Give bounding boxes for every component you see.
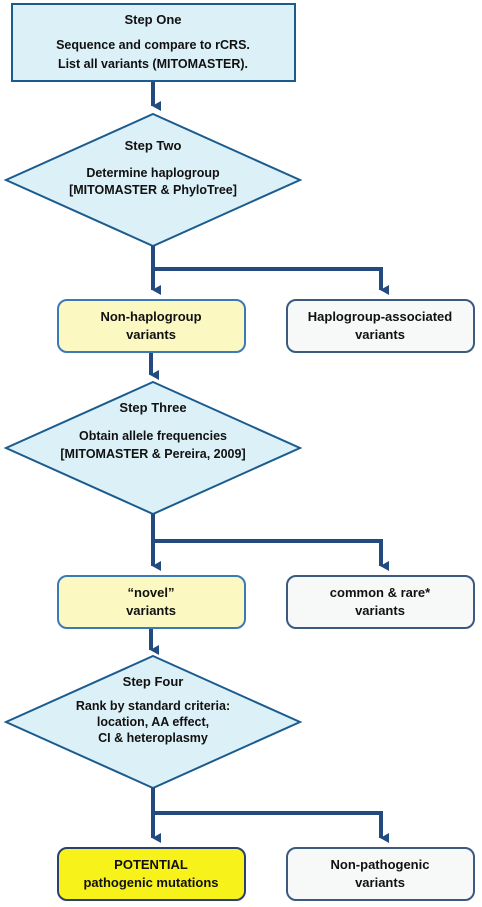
step-four-line3: CI & heteroplasmy	[98, 731, 208, 745]
step-one-box: Step One Sequence and compare to rCRS. L…	[11, 3, 296, 82]
step-four-title: Step Four	[123, 674, 184, 689]
step-one-line2: List all variants (MITOMASTER).	[58, 57, 248, 71]
branch-step4	[151, 788, 389, 843]
step-two-line2: [MITOMASTER & PhyloTree]	[69, 183, 237, 197]
non-haplogroup-variants-box: Non-haplogroup variants	[57, 299, 246, 353]
step-two-diamond: Step Two Determine haplogroup [MITOMASTE…	[3, 112, 303, 248]
common-rare-line1: common & rare*	[330, 585, 431, 600]
haplogroup-associated-line1: Haplogroup-associated	[308, 309, 453, 324]
step-three-diamond: Step Three Obtain allele frequencies [MI…	[3, 380, 303, 516]
step-three-title: Step Three	[119, 400, 186, 415]
step-four-line2: location, AA effect,	[97, 715, 209, 729]
haplogroup-associated-variants-box: Haplogroup-associated variants	[286, 299, 475, 353]
novel-line2: variants	[126, 603, 176, 618]
non-haplogroup-line1: Non-haplogroup	[100, 309, 201, 324]
potential-line2: pathogenic mutations	[83, 875, 218, 890]
common-rare-variants-box: common & rare* variants	[286, 575, 475, 629]
step-four-diamond: Step Four Rank by standard criteria: loc…	[3, 654, 303, 790]
non-pathogenic-line2: variants	[355, 875, 405, 890]
non-haplogroup-line2: variants	[126, 327, 176, 342]
step-three-line1: Obtain allele frequencies	[79, 429, 227, 443]
haplogroup-associated-line2: variants	[355, 327, 405, 342]
step-one-line1: Sequence and compare to rCRS.	[56, 38, 250, 52]
step-one-title: Step One	[124, 12, 181, 27]
novel-variants-box: “novel” variants	[57, 575, 246, 629]
novel-line1: “novel”	[128, 585, 175, 600]
step-four-line1: Rank by standard criteria:	[76, 699, 230, 713]
common-rare-line2: variants	[355, 603, 405, 618]
step-three-line2: [MITOMASTER & Pereira, 2009]	[60, 447, 245, 461]
potential-pathogenic-box: POTENTIAL pathogenic mutations	[57, 847, 246, 901]
non-pathogenic-line1: Non-pathogenic	[331, 857, 430, 872]
step-two-line1: Determine haplogroup	[86, 166, 220, 180]
branch-step3	[151, 514, 389, 571]
branch-step2	[151, 246, 389, 295]
potential-line1: POTENTIAL	[114, 857, 188, 872]
step-two-title: Step Two	[125, 138, 182, 153]
non-pathogenic-variants-box: Non-pathogenic variants	[286, 847, 475, 901]
